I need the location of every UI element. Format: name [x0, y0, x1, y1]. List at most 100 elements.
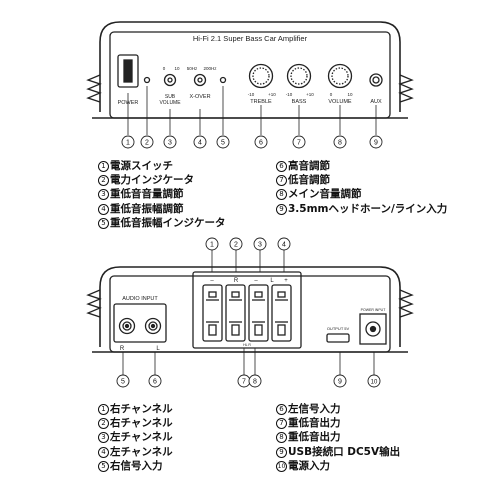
volume-knob — [327, 63, 353, 89]
top-panel-labels: Hi-Fi 2.1 Super Bass Car Amplifier POWER… — [118, 34, 382, 106]
power-switch — [117, 54, 139, 88]
bcallout-10: 10 — [371, 380, 378, 386]
volume-max-label: 10 — [347, 92, 353, 97]
legend-number: 4 — [98, 203, 109, 215]
legend-number: 4 — [98, 446, 109, 458]
callout-6: 6 — [259, 140, 263, 147]
terminal-plus: + — [284, 278, 288, 284]
top-panel — [86, 21, 414, 135]
sub-volume-knob — [163, 73, 177, 87]
volume-min-label: 0 — [330, 92, 333, 97]
xover-knob — [193, 73, 207, 87]
callout-3: 3 — [168, 140, 172, 147]
bcallout-7: 7 — [242, 379, 246, 386]
legend-text: 重低音振幅調節 — [110, 202, 184, 215]
terminal-block — [192, 271, 302, 349]
output-label: OUTPUT 5V — [327, 326, 350, 331]
rca-left — [144, 317, 162, 335]
legend-number: 10 — [276, 460, 287, 472]
legend-text: 電源スイッチ — [110, 160, 173, 172]
bottom-panel-labels: AUDIO INPUT R L – R – L + HL R OUTPUT 5V… — [120, 278, 386, 352]
hlr-label: HL R — [243, 343, 251, 347]
sub-volume-label: VOLUME — [159, 100, 181, 106]
terminal-minus-2: – — [254, 278, 258, 284]
bcallout-1: 1 — [210, 242, 214, 249]
callout-1: 1 — [126, 140, 130, 147]
legend-text: 左チャンネル — [110, 431, 173, 444]
callout-9: 9 — [374, 140, 378, 147]
callout-8: 8 — [338, 140, 342, 147]
bass-label: BASS — [292, 99, 307, 105]
legend-number: 7 — [276, 175, 287, 187]
top-callouts: 1 2 3 4 5 6 7 8 9 — [121, 135, 383, 149]
power-led — [143, 76, 151, 84]
amp-title: Hi-Fi 2.1 Super Bass Car Amplifier — [193, 34, 308, 43]
aux-jack — [369, 73, 383, 87]
legend-text: 高音調節 — [288, 160, 330, 172]
legend-number: 9 — [276, 446, 287, 458]
legend-text: 右チャンネル — [110, 403, 173, 415]
legend-number: 1 — [98, 161, 109, 172]
legend-text: 左チャンネル — [110, 445, 173, 458]
legend-number: 5 — [98, 217, 109, 229]
legend-text: 3.5mmヘッドホーン/ライン入力 — [288, 202, 448, 215]
bass-knob — [286, 63, 312, 89]
bcallout-9: 9 — [338, 379, 342, 386]
xover-min-label: 50Hz — [187, 66, 198, 71]
xover-led — [219, 76, 227, 84]
terminal-r-label: R — [234, 278, 239, 284]
legend-number: 2 — [98, 175, 109, 187]
terminal-l-label: L — [270, 278, 274, 284]
audio-input-box — [113, 303, 167, 343]
legend-text: 電源入力 — [288, 459, 330, 472]
legend-text: 重低音出力 — [288, 417, 341, 430]
bass-min-label: -10 — [286, 92, 293, 97]
power-label: POWER — [118, 100, 139, 106]
volume-label: VOLUME — [328, 99, 352, 105]
rca-right — [118, 317, 136, 335]
legend-text: 電力インジケータ — [110, 174, 194, 187]
treble-label: TREBLE — [250, 99, 272, 105]
legend-number: 8 — [276, 189, 287, 201]
legend-text: メイン音量調節 — [288, 188, 362, 201]
legend-text: 左信号入力 — [288, 403, 341, 415]
usb-port — [326, 333, 350, 343]
legend-text: 低音調節 — [288, 174, 330, 187]
sub-label: SUB — [165, 94, 176, 100]
bcallout-8: 8 — [253, 379, 257, 386]
legend-number: 6 — [276, 161, 287, 172]
legend-number: 2 — [98, 418, 109, 430]
rca-l-label: L — [156, 346, 160, 352]
xover-label: X-OVER — [189, 94, 210, 100]
legend-number: 3 — [98, 432, 109, 444]
sub-max-label: 10 — [174, 66, 180, 71]
xover-max-label: 200Hz — [203, 66, 217, 71]
bcallout-6: 6 — [153, 379, 157, 386]
treble-knob — [248, 63, 274, 89]
legend-number: 1 — [98, 404, 109, 415]
legend-text: 右チャンネル — [110, 417, 173, 430]
legend-number: 5 — [98, 460, 109, 472]
legend-text: 重低音音量調節 — [110, 188, 184, 201]
power-input-box — [359, 313, 387, 345]
audio-input-label: AUDIO INPUT — [122, 296, 158, 302]
legend-text: USB接続口 DC5V输出 — [288, 445, 401, 458]
bcallout-4: 4 — [282, 242, 286, 249]
bcallout-5: 5 — [121, 379, 125, 386]
